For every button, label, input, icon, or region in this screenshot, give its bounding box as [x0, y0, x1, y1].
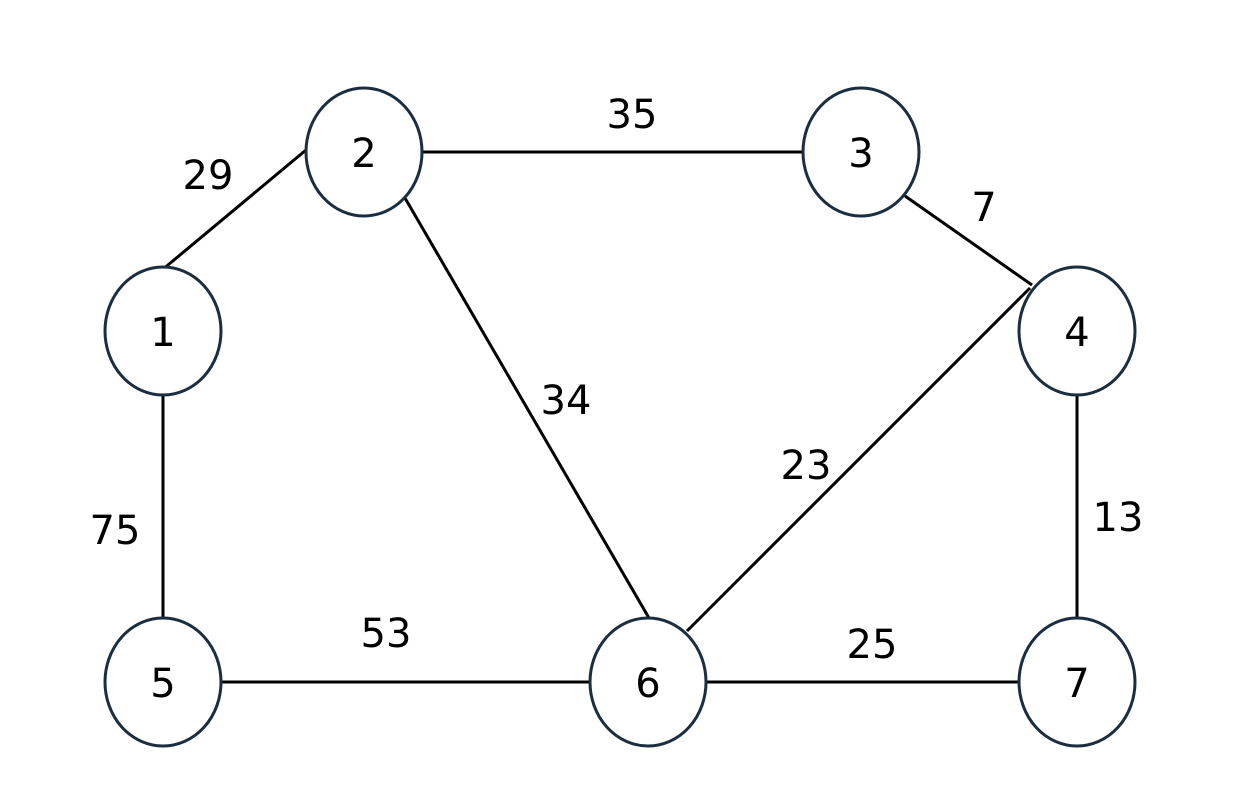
- node-5: 5: [103, 616, 223, 748]
- weight-3-4: 7: [971, 185, 996, 231]
- edge-3-4: [904, 194, 1033, 287]
- weight-4-7: 13: [1093, 495, 1144, 541]
- node-6: 6: [588, 616, 708, 748]
- nodes-layer: 1 2 3 4 5 6 7: [103, 86, 1137, 748]
- node-label: 1: [150, 310, 175, 356]
- node-3: 3: [801, 86, 921, 218]
- weight-2-3: 35: [607, 92, 658, 138]
- node-label: 6: [635, 661, 660, 707]
- node-label: 4: [1064, 310, 1089, 356]
- weights-layer: 29 35 7 34 23 13 75 53 25: [90, 92, 1144, 668]
- weight-5-6: 53: [361, 611, 412, 657]
- node-label: 5: [150, 661, 175, 707]
- node-1: 1: [103, 265, 223, 397]
- edge-4-6: [685, 286, 1032, 633]
- edge-1-2: [161, 148, 307, 272]
- node-7: 7: [1017, 616, 1137, 748]
- weight-1-2: 29: [183, 153, 234, 199]
- edges-layer: [161, 148, 1079, 684]
- edge-2-6: [403, 197, 651, 619]
- node-label: 3: [848, 131, 873, 177]
- weight-1-5: 75: [90, 508, 141, 554]
- weight-2-6: 34: [541, 378, 592, 424]
- weight-4-6: 23: [781, 443, 832, 489]
- node-4: 4: [1017, 265, 1137, 397]
- node-2: 2: [304, 86, 424, 218]
- weight-6-7: 25: [847, 622, 898, 668]
- node-label: 7: [1064, 661, 1089, 707]
- node-label: 2: [351, 131, 376, 177]
